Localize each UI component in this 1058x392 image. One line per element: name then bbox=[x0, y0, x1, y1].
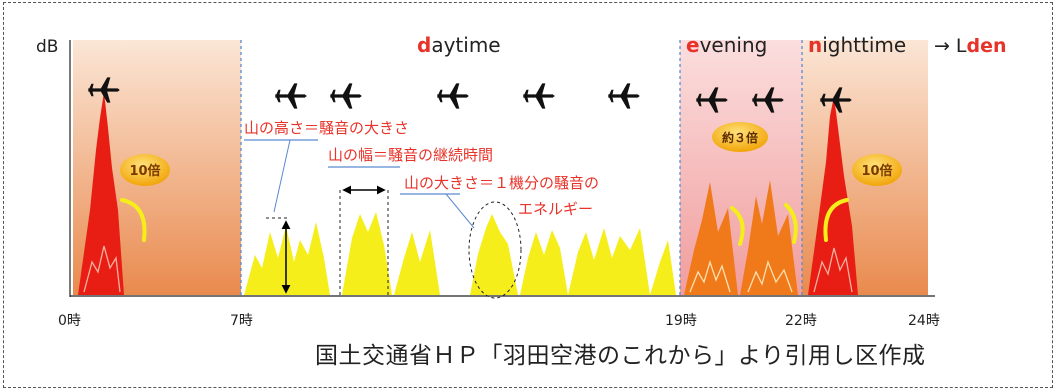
annotation-height: 山の高さ＝騒音の大きさ bbox=[244, 119, 409, 137]
peak-eve-1-detail bbox=[689, 259, 731, 293]
peak-day-7 bbox=[650, 240, 676, 295]
airplane-icons bbox=[88, 77, 852, 113]
curved-arrow-icon bbox=[730, 206, 745, 246]
annotation-width: 山の幅＝騒音の継続時間 bbox=[328, 146, 493, 164]
night-peaks bbox=[78, 92, 858, 295]
period-evening: evening bbox=[686, 33, 767, 57]
curved-arrow-icon bbox=[823, 198, 849, 242]
badge-night-right: 10倍 bbox=[852, 154, 902, 186]
peak-night-right bbox=[808, 96, 858, 295]
source-caption: 国土交通省ＨＰ「羽田空港のこれから」より引用し区作成 bbox=[315, 343, 926, 369]
airplane-icon bbox=[696, 87, 728, 113]
airplane-icon bbox=[88, 77, 120, 103]
peak-eve-2 bbox=[740, 180, 798, 295]
time-label-19h: 19時 bbox=[665, 313, 697, 329]
svg-text:約３倍: 約３倍 bbox=[722, 130, 758, 145]
annotation-height-leader bbox=[273, 139, 291, 213]
period-nighttime: nighttime bbox=[808, 33, 906, 57]
peak-highlight-ellipse bbox=[468, 201, 522, 299]
diagram-frame bbox=[3, 2, 1053, 388]
peak-day-6 bbox=[568, 228, 650, 295]
curved-arrow-icon bbox=[120, 198, 147, 242]
peak-eve-1 bbox=[684, 182, 738, 295]
svg-text:10倍: 10倍 bbox=[861, 163, 892, 179]
lden-label: →Lden bbox=[934, 35, 1007, 57]
peak-day-3 bbox=[394, 230, 440, 295]
airplane-icon bbox=[752, 87, 784, 113]
multiplier-arrows bbox=[120, 198, 849, 246]
airplane-icon bbox=[523, 83, 555, 109]
annotation-size-line2: エネルギー bbox=[518, 200, 593, 218]
time-label-7h: 7時 bbox=[230, 313, 253, 329]
curved-arrow-icon bbox=[784, 203, 798, 244]
badge-night-left: 10倍 bbox=[120, 154, 170, 186]
peak-eve-2-detail bbox=[747, 259, 793, 293]
time-label-22h: 22時 bbox=[785, 313, 817, 329]
annotation-size-leader bbox=[445, 193, 475, 229]
evening-peaks bbox=[684, 180, 798, 295]
daytime-peaks bbox=[244, 212, 676, 295]
peak-night-right-detail bbox=[813, 247, 853, 293]
annotation-size-line1: 山の大きさ＝１機分の騒音の bbox=[404, 174, 599, 192]
peak-day-5 bbox=[520, 230, 568, 295]
peak-night-left-detail bbox=[83, 245, 121, 293]
badge-evening: 約３倍 bbox=[712, 122, 768, 152]
time-label-0h: 0時 bbox=[58, 313, 81, 329]
airplane-icon bbox=[275, 83, 307, 109]
peak-night-left bbox=[78, 92, 124, 295]
airplane-icon bbox=[608, 83, 640, 109]
y-axis-label: dB bbox=[36, 37, 58, 57]
airplane-icon bbox=[330, 83, 362, 109]
peak-day-2 bbox=[342, 212, 392, 295]
period-daytime: daytime bbox=[417, 33, 501, 57]
peak-day-1 bbox=[244, 222, 330, 295]
time-label-24h: 24時 bbox=[908, 313, 940, 329]
svg-text:10倍: 10倍 bbox=[129, 163, 160, 179]
peak-day-4 bbox=[470, 214, 518, 295]
airplane-icon bbox=[820, 87, 852, 113]
airplane-icon bbox=[437, 83, 469, 109]
